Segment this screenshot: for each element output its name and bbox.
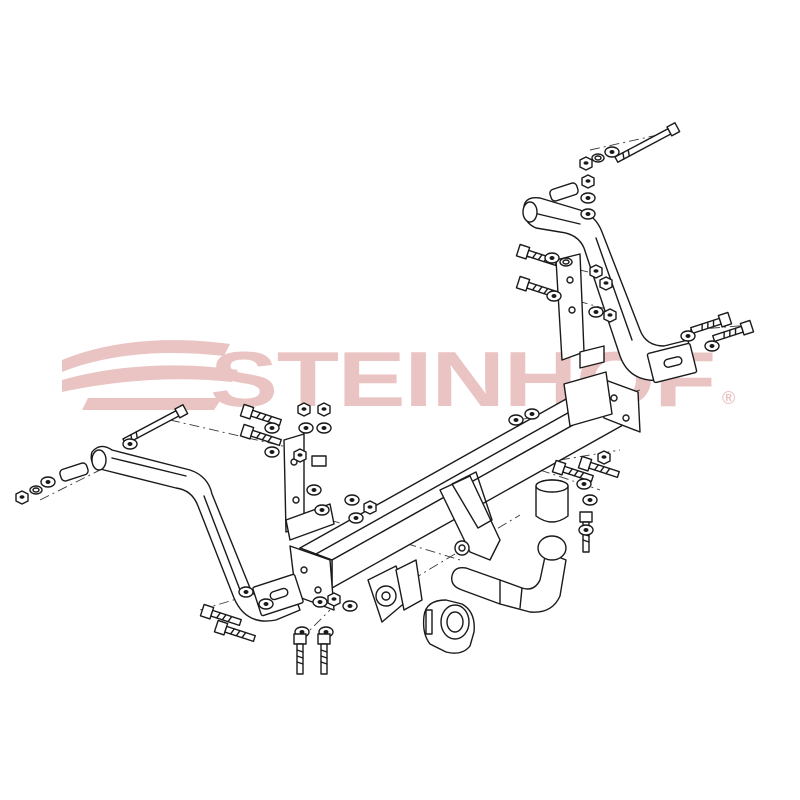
left-bracket-arm bbox=[90, 445, 304, 622]
center-bracket bbox=[439, 471, 501, 561]
electrical-socket bbox=[422, 599, 475, 654]
steinhof-logo-swoosh-icon bbox=[62, 340, 238, 410]
tow-ball-neck bbox=[451, 535, 567, 613]
ball-cover bbox=[535, 479, 569, 523]
hardware bbox=[15, 122, 755, 675]
registered-mark: ® bbox=[722, 388, 735, 408]
right-vertical-bracket bbox=[555, 253, 613, 427]
tow-ball bbox=[537, 535, 567, 561]
socket-plate bbox=[367, 559, 423, 623]
